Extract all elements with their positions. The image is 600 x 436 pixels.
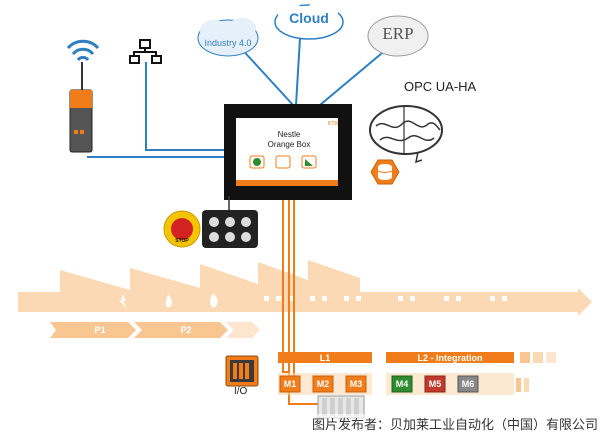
machine-m2-label: M2: [316, 379, 330, 389]
database-icon: [370, 159, 400, 185]
machine-m2-box: [312, 375, 334, 393]
line-l1-label: L1: [319, 353, 331, 363]
machine-m1-box: [279, 375, 301, 393]
process-label-p1: P1: [94, 325, 106, 335]
io-label: I/O: [234, 386, 248, 397]
emergency-stop-label: STOP: [175, 238, 189, 244]
machine-m5-box: [424, 375, 446, 393]
network-connections: [87, 37, 389, 158]
line-l2-label: L2 - Integration: [417, 353, 483, 363]
io-rack-icon: [317, 395, 365, 419]
machine-m3-label: M3: [349, 379, 363, 389]
electricity-icon: [119, 294, 127, 309]
hmi-panel: [224, 104, 352, 200]
keypad-icon: [202, 196, 258, 248]
image-caption: 图片发布者：贝加莱工业自动化（中国）有限公司: [226, 414, 598, 433]
factory-silhouette: [18, 260, 592, 316]
process-arrow-p1: [50, 322, 136, 338]
machine-m3-box: [345, 375, 367, 393]
hmi-chart-icon: [301, 155, 317, 169]
line-l2-bar: [386, 352, 514, 363]
brain-icon: [369, 105, 443, 164]
field-connections: [282, 200, 318, 405]
erp-cloud-icon: [367, 15, 429, 57]
cloud-label: Cloud: [289, 10, 329, 26]
machine-m6-box: [457, 375, 479, 393]
machine-m4-label: M4: [395, 379, 409, 389]
water-drop-icon: [165, 294, 173, 308]
flame-icon: [210, 293, 218, 308]
io-controller-icon: [225, 355, 259, 387]
hmi-title-line2: Orange Box: [267, 140, 311, 149]
machine-m4-box: [391, 375, 413, 393]
hmi-opc-icon: [275, 155, 291, 169]
process-label-p2: P2: [180, 325, 192, 335]
cloud-icon: [274, 1, 344, 40]
network-icon: [129, 39, 162, 64]
line-l1-bar: [278, 352, 372, 363]
opc-label: OPC UA-HA: [404, 79, 477, 94]
machine-m5-label: M5: [428, 379, 442, 389]
industry-label: Industry 4.0: [204, 38, 252, 48]
wifi-router-icon: [66, 39, 100, 153]
process-arrow-p2: [134, 322, 228, 338]
emergency-stop-icon: [163, 210, 201, 248]
machine-m1-label: M1: [283, 379, 297, 389]
erp-label: ERP: [382, 24, 414, 43]
hmi-corner-logo: KTR: [328, 121, 338, 127]
process-arrows: [50, 322, 260, 338]
utility-icons: [119, 293, 218, 309]
hmi-title-line1: Nestle: [277, 130, 301, 139]
process-arrow-p3: [226, 322, 260, 338]
industry-cloud-icon: [197, 18, 259, 57]
machines: [279, 375, 479, 393]
machine-m6-label: M6: [461, 379, 475, 389]
factory-windows: [264, 296, 507, 301]
